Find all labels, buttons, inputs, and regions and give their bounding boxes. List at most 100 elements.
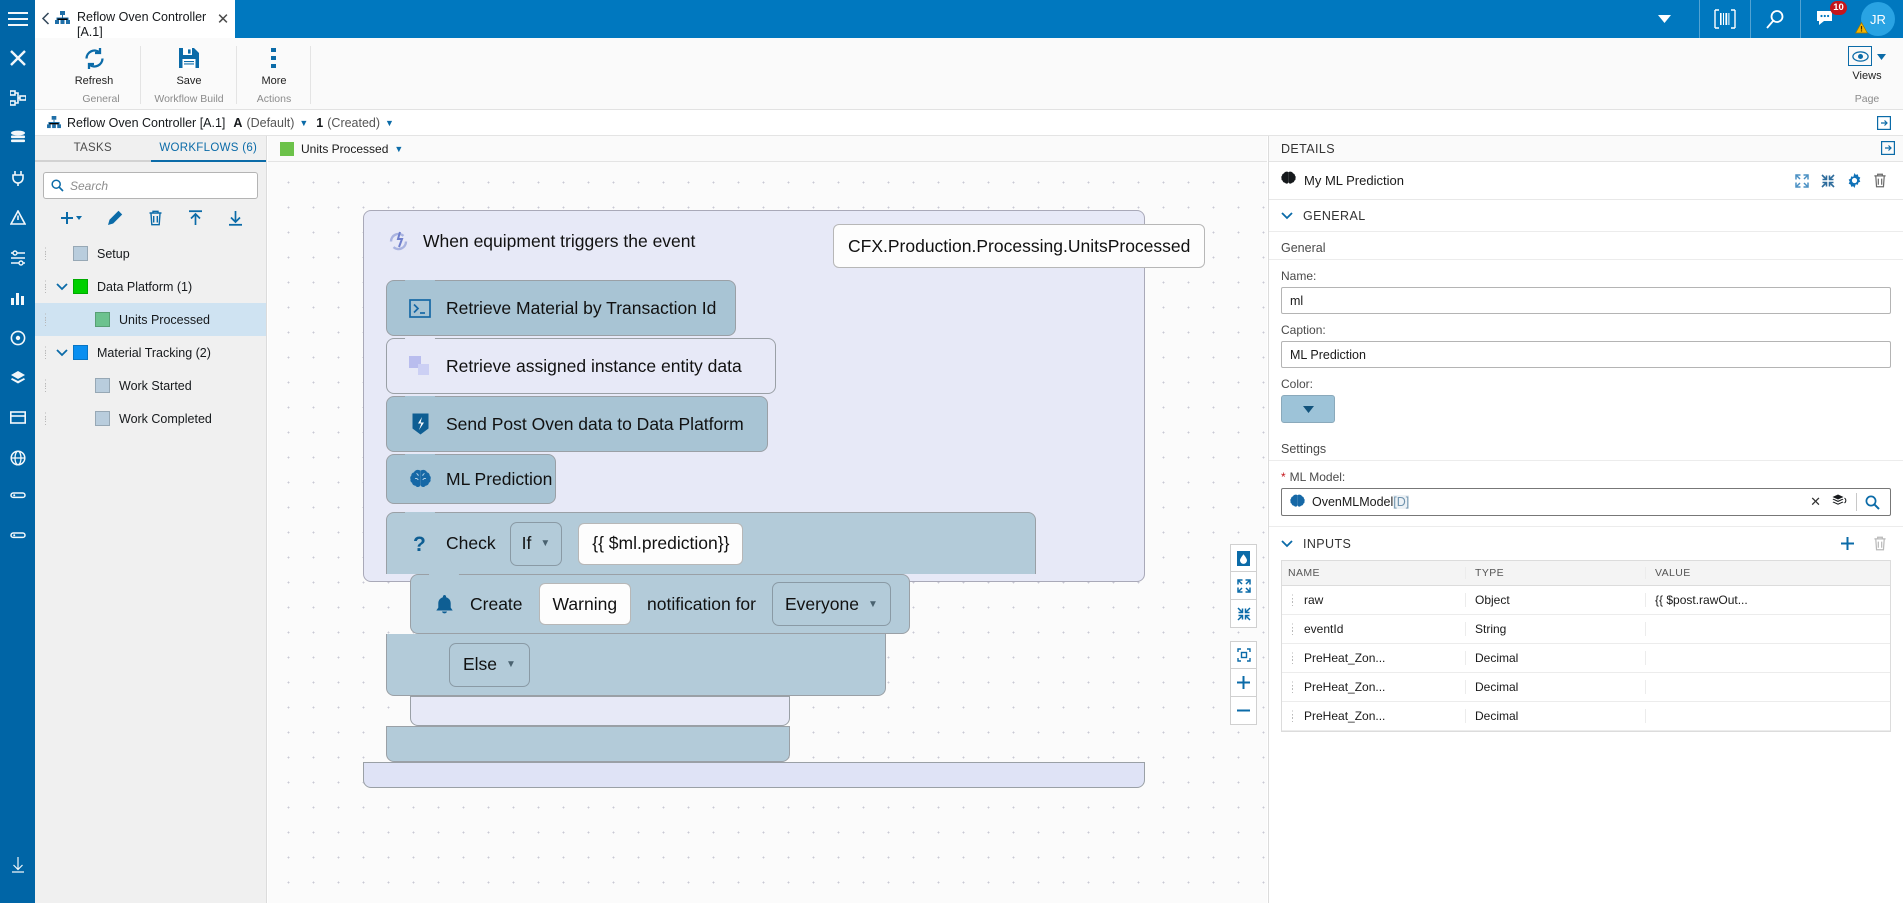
section-header-general[interactable]: GENERAL <box>1269 200 1903 232</box>
step-block-retrieve-material[interactable]: Retrieve Material by Transaction Id <box>386 280 736 336</box>
filter-icon[interactable] <box>0 238 35 278</box>
chevron-down-icon[interactable] <box>51 348 73 357</box>
check-block[interactable]: ? Check If ▼ {{ $ml.prediction}} <box>386 512 1036 574</box>
section-header-inputs[interactable]: INPUTS <box>1269 526 1903 560</box>
tree-item-setup[interactable]: ⋮⋮Setup <box>35 237 266 270</box>
tab-tasks[interactable]: TASKS <box>35 136 151 162</box>
breadcrumb-title[interactable]: Reflow Oven Controller [A.1] <box>67 115 226 130</box>
tree-item-work-completed[interactable]: ⋮⋮Work Completed <box>35 402 266 435</box>
layers-icon[interactable] <box>0 358 35 398</box>
server-icon[interactable] <box>0 478 35 518</box>
table-row[interactable]: ⋮⋮PreHeat_Zon...Decimal <box>1282 644 1890 673</box>
refresh-button[interactable]: Refresh <box>65 38 123 87</box>
zoom-out-icon[interactable] <box>1230 697 1257 725</box>
table-row[interactable]: ⋮⋮PreHeat_Zon...Decimal <box>1282 673 1890 702</box>
workflow-icon[interactable] <box>0 78 35 118</box>
save-button[interactable]: Save <box>145 38 233 87</box>
download-icon[interactable] <box>0 845 35 885</box>
delete-icon[interactable] <box>1867 173 1893 188</box>
storage-icon[interactable] <box>0 518 35 558</box>
close-icon[interactable]: ✕ <box>216 11 230 28</box>
theme-icon[interactable] <box>1230 544 1257 572</box>
tree-item-units-processed[interactable]: ⋮⋮Units Processed <box>35 303 266 336</box>
drag-handle-icon[interactable]: ⋮⋮ <box>1288 622 1297 636</box>
add-input-icon[interactable] <box>1836 536 1859 551</box>
back-chevron-icon[interactable] <box>41 5 55 30</box>
expand-panel-icon[interactable] <box>1873 110 1895 136</box>
target-icon[interactable] <box>0 318 35 358</box>
table-row[interactable]: ⋮⋮PreHeat_Zon...Decimal <box>1282 702 1890 731</box>
notification-audience-dropdown[interactable]: Everyone ▼ <box>772 582 891 626</box>
export-icon[interactable] <box>215 202 255 234</box>
canvas-tab-caret-icon[interactable]: ▼ <box>394 143 404 154</box>
trigger-block[interactable]: When equipment triggers the event CFX.Pr… <box>363 210 1206 272</box>
clear-icon[interactable]: ✕ <box>1810 494 1821 509</box>
search-icon[interactable] <box>1861 495 1884 510</box>
gear-icon[interactable] <box>1841 173 1867 188</box>
tree-item-data-platform-1[interactable]: ⋮⋮Data Platform (1) <box>35 270 266 303</box>
tree-item-material-tracking-2[interactable]: ⋮⋮Material Tracking (2) <box>35 336 266 369</box>
drag-handle-icon[interactable]: ⋮⋮ <box>41 245 50 261</box>
notification-level-field[interactable]: Warning <box>538 583 632 625</box>
search-icon[interactable] <box>1751 0 1800 38</box>
tab-workflows[interactable]: WORKFLOWS (6) <box>150 136 266 162</box>
step-block-send-post-oven[interactable]: Send Post Oven data to Data Platform <box>386 396 768 452</box>
step-block-retrieve-instance[interactable]: Retrieve assigned instance entity data <box>386 338 776 394</box>
views-button[interactable] <box>1831 38 1903 66</box>
search-input[interactable]: Search <box>43 172 258 199</box>
drag-handle-icon[interactable]: ⋮⋮ <box>41 344 50 360</box>
workflow-tail-block-1[interactable] <box>410 696 790 726</box>
drag-handle-icon[interactable]: ⋮⋮ <box>41 410 50 426</box>
zoom-in-icon[interactable] <box>1230 669 1257 697</box>
add-icon[interactable] <box>49 202 95 234</box>
expand-icon[interactable] <box>1230 572 1257 600</box>
version-caret-icon[interactable]: ▼ <box>385 117 394 128</box>
tree-item-work-started[interactable]: ⋮⋮Work Started <box>35 369 266 402</box>
drag-handle-icon[interactable]: ⋮⋮ <box>41 278 50 294</box>
delete-icon[interactable] <box>135 202 175 234</box>
canvas-tab[interactable]: Units Processed ▼ <box>268 136 1267 162</box>
menu-icon[interactable] <box>0 0 35 38</box>
stack-icon[interactable] <box>1827 494 1852 510</box>
else-dropdown[interactable]: Else ▼ <box>449 642 530 687</box>
notifications-button[interactable]: 10 <box>1801 0 1853 38</box>
document-tab[interactable]: Reflow Oven Controller [A.1] ✕ <box>35 0 235 39</box>
check-operator-dropdown[interactable]: If ▼ <box>509 521 563 566</box>
collapse-all-icon[interactable] <box>1815 173 1841 188</box>
drag-handle-icon[interactable]: ⋮⋮ <box>1288 651 1297 665</box>
import-icon[interactable] <box>175 202 215 234</box>
workflow-canvas[interactable]: When equipment triggers the event CFX.Pr… <box>268 162 1267 903</box>
create-notification-block[interactable]: Create Warning notification for Everyone… <box>410 574 910 634</box>
expand-all-icon[interactable] <box>1789 173 1815 188</box>
fit-icon[interactable] <box>1230 641 1257 669</box>
close-x-icon[interactable] <box>0 38 35 78</box>
drag-handle-icon[interactable]: ⋮⋮ <box>1288 593 1297 607</box>
views-caret-icon[interactable] <box>1877 47 1886 65</box>
color-picker[interactable] <box>1281 395 1335 423</box>
globe-icon[interactable] <box>0 438 35 478</box>
drag-handle-icon[interactable]: ⋮⋮ <box>1288 709 1297 723</box>
trigger-event-field[interactable]: CFX.Production.Processing.UnitsProcessed <box>833 224 1206 268</box>
else-block[interactable]: Else ▼ <box>386 634 886 696</box>
more-button[interactable]: More <box>241 38 307 87</box>
header-dropdown-caret-icon[interactable] <box>1644 0 1699 38</box>
caption-field[interactable]: ML Prediction <box>1281 341 1891 368</box>
app-icon-rail[interactable] <box>0 0 35 903</box>
drag-handle-icon[interactable]: ⋮⋮ <box>1288 680 1297 694</box>
name-field[interactable]: ml <box>1281 287 1891 314</box>
step-block-ml-prediction[interactable]: ML Prediction <box>386 454 556 504</box>
window-icon[interactable] <box>0 398 35 438</box>
chevron-down-icon[interactable] <box>51 282 73 291</box>
workflow-footer-block[interactable] <box>363 762 1145 788</box>
delete-input-icon[interactable] <box>1869 536 1891 551</box>
database-icon[interactable] <box>0 118 35 158</box>
plug-icon[interactable] <box>0 158 35 198</box>
drag-handle-icon[interactable]: ⋮⋮ <box>41 377 50 393</box>
edit-icon[interactable] <box>95 202 135 234</box>
drag-handle-icon[interactable]: ⋮⋮ <box>41 311 50 327</box>
avatar[interactable]: JR <box>1854 2 1895 36</box>
collapse-icon[interactable] <box>1230 600 1257 628</box>
check-expression-field[interactable]: {{ $ml.prediction}} <box>578 522 744 565</box>
